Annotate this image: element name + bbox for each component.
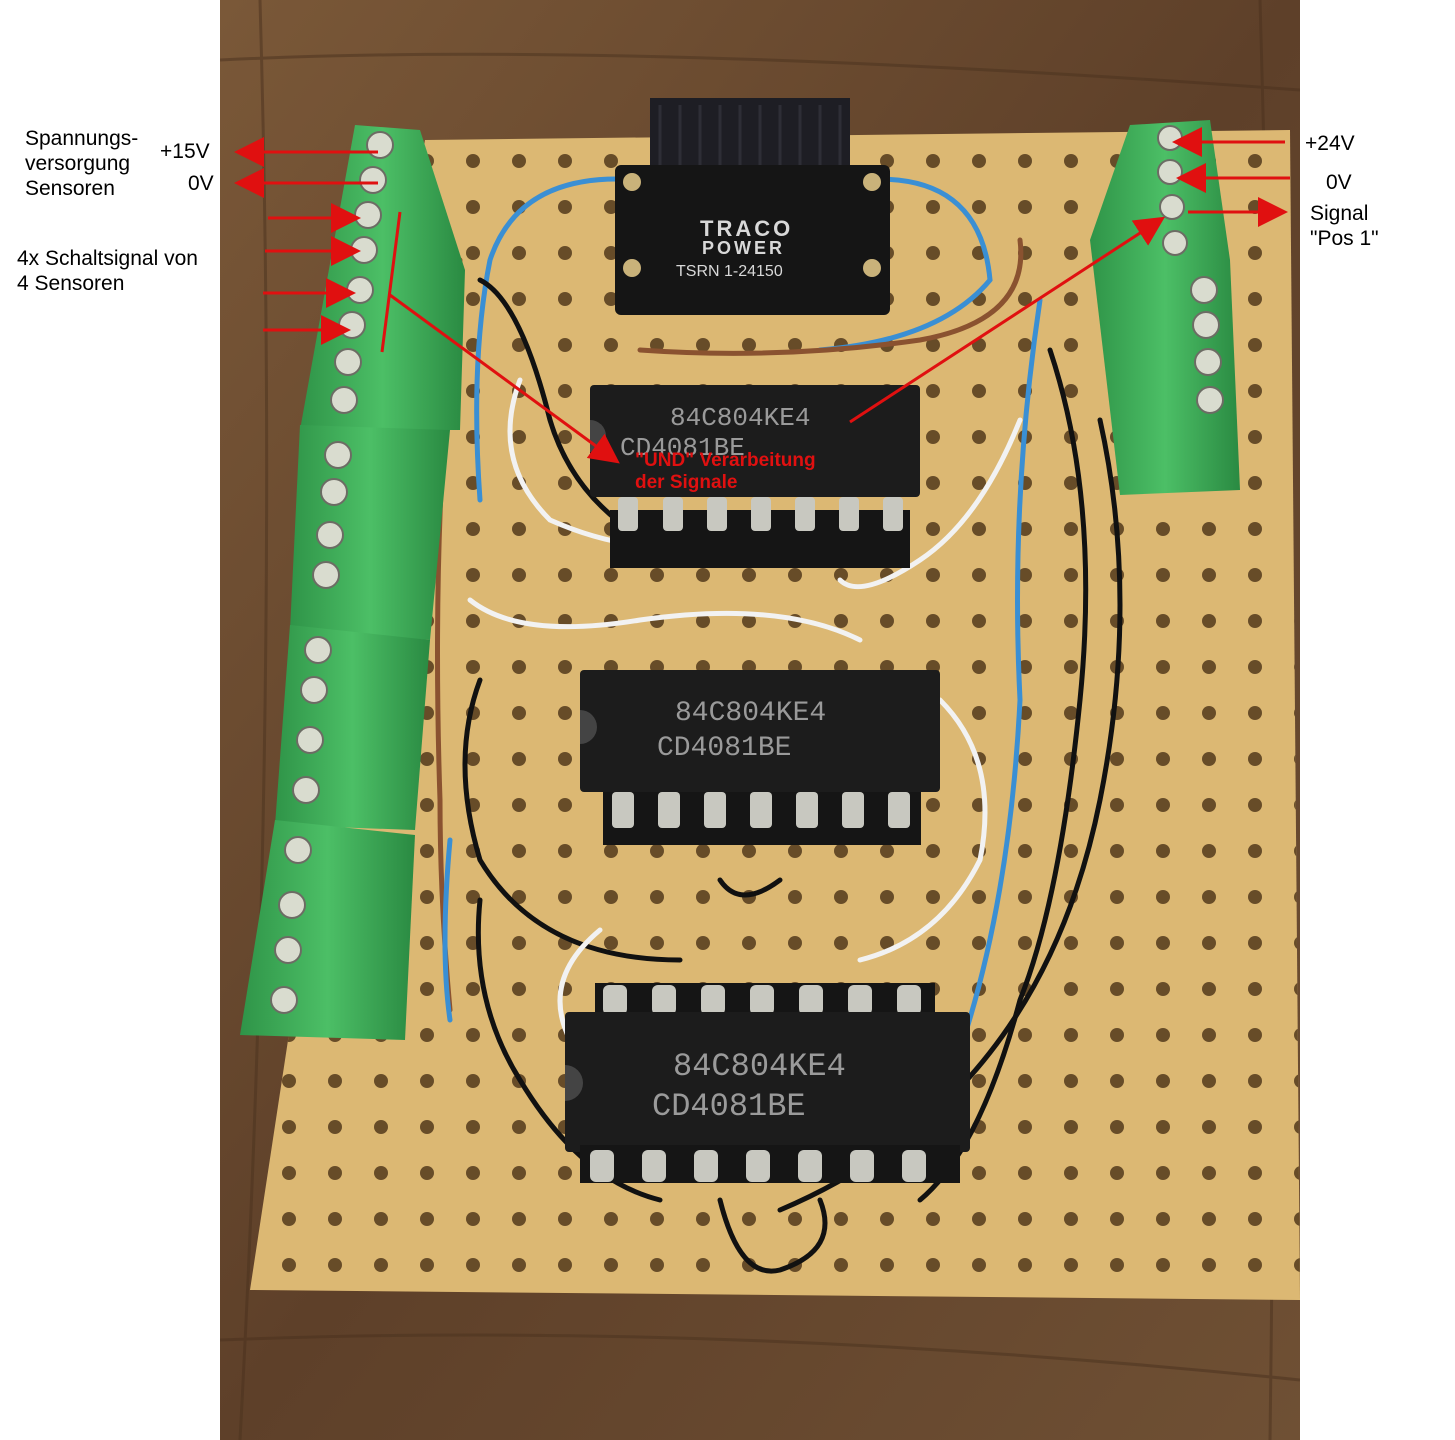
circuit-board-photo: TRACO POWER TSRN 1-24150 [220, 0, 1300, 1440]
left-terminal-block [240, 125, 465, 1040]
label-und-processing: "UND" Verarbeitung der Signale [635, 450, 816, 493]
ic-3-code: 84C804KE4 [673, 1048, 846, 1085]
ic-2 [580, 670, 940, 845]
ic-3 [565, 983, 970, 1183]
label-right-0v: 0V [1326, 171, 1352, 194]
ic-1-code: 84C804KE4 [670, 403, 810, 433]
ic-1-part: CD4081BE [620, 433, 745, 463]
label-four-signals: 4x Schaltsignal von 4 Sensoren [17, 247, 198, 295]
ic-3-part: CD4081BE [652, 1088, 806, 1125]
label-plus24v: +24V [1305, 132, 1355, 155]
ic-2-part: CD4081BE [657, 733, 791, 764]
ic-2-code: 84C804KE4 [675, 698, 826, 729]
label-left-0v: 0V [188, 172, 214, 195]
label-sensor-supply: Spannungs- versorgung Sensoren [25, 127, 139, 200]
converter-brand-2: POWER [702, 238, 785, 258]
dc-converter [615, 98, 890, 315]
converter-model: TSRN 1-24150 [676, 263, 783, 280]
converter-brand-1: TRACO [700, 216, 793, 241]
label-plus15v: +15V [160, 140, 210, 163]
label-signal-pos1: Signal "Pos 1" [1310, 202, 1379, 250]
